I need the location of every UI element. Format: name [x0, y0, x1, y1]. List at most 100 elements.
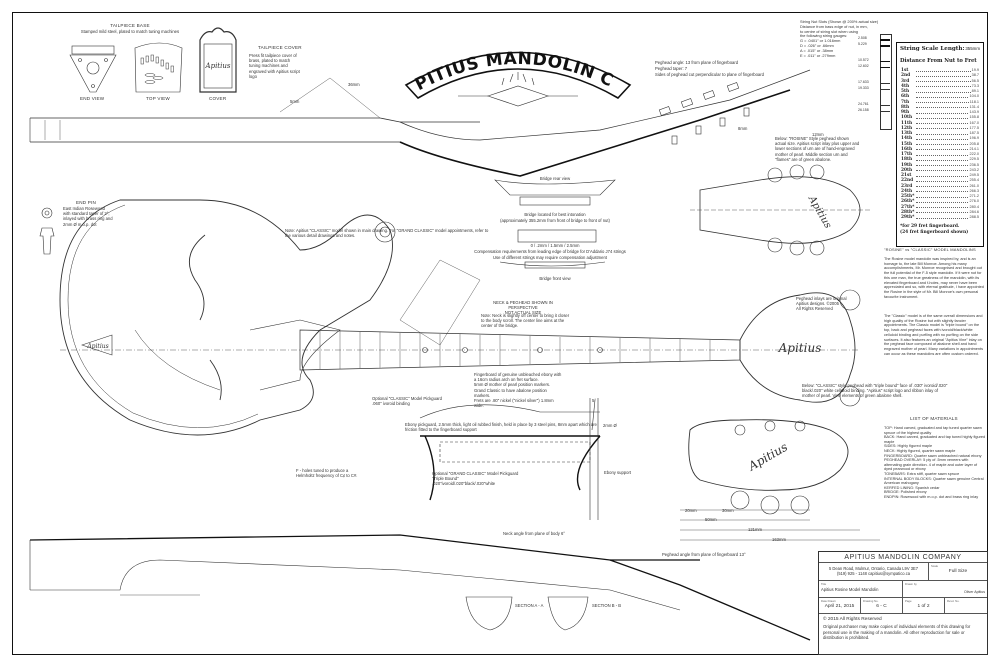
end-view-label: END VIEW — [80, 96, 105, 101]
dot-leader — [916, 168, 969, 172]
fret-number: 24th — [901, 188, 913, 194]
fret-scale-table: String Scale Length: 355mm Distance From… — [896, 42, 984, 247]
end-pin-title: END PIN — [76, 200, 97, 205]
drawn-by-value: Oliver Apitius — [964, 590, 985, 594]
fret-number: 4th — [901, 83, 910, 89]
dim-8mm: 8mm — [738, 126, 748, 131]
date-drawn-label: Date Drawn — [821, 599, 836, 603]
fret-number: 18th — [901, 157, 913, 163]
dot-leader — [916, 79, 971, 83]
svg-text:Apitius: Apitius — [205, 62, 231, 70]
dot-leader — [916, 163, 969, 167]
fret-row: 28th*284.6 — [897, 210, 983, 215]
end-pin — [39, 207, 55, 255]
angle-5-label: 5° — [592, 398, 597, 403]
fret-number: 27th* — [901, 204, 915, 210]
dot-leader — [916, 73, 971, 77]
date-drawn-value: April 21, 2015 — [824, 604, 855, 609]
fret-row: 27th*280.4 — [897, 205, 983, 210]
legal-text: Original purchaser may make copies of in… — [823, 624, 971, 641]
dot-leader — [916, 147, 969, 151]
tailpiece-cover-title: TAILPIECE COVER — [258, 45, 302, 50]
title-field-value: Apitius Rosine Model Mandolin — [821, 587, 879, 592]
fret-row: 19th 236.5 — [897, 163, 983, 168]
fret-row: 17th 222.0 — [897, 152, 983, 157]
fret-row: 29th*288.5 — [897, 215, 983, 220]
body-top-profile — [29, 69, 811, 177]
dot-leader — [916, 199, 969, 203]
fret-row: 16th 214.1 — [897, 147, 983, 152]
dot-leader — [916, 68, 971, 72]
peghead-inlays-note: Peghead inlays are original Apitius desi… — [796, 296, 847, 312]
fret-distance: 214.1 — [969, 146, 979, 151]
fret-distance: 196.9 — [969, 136, 979, 141]
fret-number: 16th — [901, 146, 913, 152]
drawing-sheet — [12, 12, 988, 655]
fret-number: 17th — [901, 152, 913, 157]
fret-number: 10th — [901, 115, 913, 121]
fret-distance: 104.0 — [969, 94, 979, 99]
fholes-note: F - holes tuned to produce a Helmholtz f… — [296, 468, 358, 479]
dot-leader — [916, 210, 969, 214]
fret-distance: 155.8 — [969, 115, 979, 120]
fret-number: 15th — [901, 141, 913, 147]
rosine-vs-classic-title: "ROSINE" vs "CLASSIC" MODEL MANDOLINS — [884, 247, 976, 252]
title-block: APITIUS MANDOLIN COMPANY 5 Dean Road, Mu… — [818, 551, 988, 655]
dot-leader — [916, 189, 969, 193]
fret-distance: 89.1 — [971, 89, 979, 93]
dim-30mm: 30mm — [722, 508, 734, 513]
pin-diameter-label: 2mm Ø — [603, 423, 617, 428]
dim-36mm: 36mm — [348, 82, 360, 87]
fret-number: 23rd — [901, 183, 913, 189]
fret-distance: 118.1 — [969, 99, 979, 104]
tailpiece-cover: Apitius — [199, 27, 237, 93]
fret-distance: 56.5 — [971, 78, 979, 83]
dim-20mm: 20mm — [685, 508, 697, 513]
rosine-paragraph: The Rosine model mandolin was inspired b… — [884, 257, 984, 299]
neck-angle-note: Neck angle from plane of body 6° — [503, 531, 565, 536]
neck-perspective-note: Note: Neck is slightly off center to bri… — [481, 313, 570, 329]
fret-distance: 222.0 — [969, 152, 979, 156]
materials-title: LIST OF MATERIALS — [910, 416, 958, 421]
tailpiece-base-desc: Stamped mild steel, plated to match tuni… — [80, 29, 180, 34]
fret-row: 25th*271.2 — [897, 194, 983, 199]
dot-leader — [916, 152, 969, 156]
fret-distance: 284.6 — [969, 209, 979, 214]
classic-peghead-note: Below: "CLASSIC" style peghead with "tri… — [802, 383, 948, 399]
tailpiece-base-title: TAILPIECE BASE — [110, 23, 150, 28]
dot-leader — [916, 173, 969, 177]
fret-distance: 177.5 — [969, 125, 979, 130]
bridge-approx: (approximately 355.2mm from front of bri… — [500, 218, 610, 223]
dot-leader — [916, 157, 969, 161]
fret-number: 25th* — [901, 194, 915, 199]
fret-number: 13th — [901, 131, 913, 136]
drawing-no-label: Drawing No. — [863, 599, 879, 603]
fret-number: 3rd — [901, 78, 910, 84]
fret-number: 11th — [901, 120, 913, 126]
dot-leader — [916, 205, 969, 209]
fret-number: 9th — [901, 110, 910, 115]
fret-distance: 236.5 — [969, 162, 979, 167]
company-address: 5 Dean Road, Mulmur, Ontario, Canada L9V… — [819, 563, 929, 580]
fret-number: 8th — [901, 104, 910, 110]
peghead-sides-note: Sides of peghead cut perpendicular to pl… — [655, 72, 764, 77]
dot-leader — [916, 110, 969, 114]
fret-number: 19th — [901, 162, 913, 168]
peghead-angle-note: Peghead angle: 13 from plane of fingerbo… — [655, 60, 739, 65]
end-pin-desc: East Indian Rosewood with standard taper… — [63, 206, 113, 227]
svg-text:Apitius: Apitius — [778, 341, 822, 355]
peghead-taper-note: Peghead taper: 7 — [655, 66, 688, 71]
fret-distance: 276.0 — [969, 199, 979, 204]
bridge-views — [494, 179, 616, 269]
rosine-peghead: Apitius — [690, 164, 870, 256]
bridge-rear-label: Bridge rear view — [539, 176, 571, 181]
fret-distance: 261.0 — [969, 183, 979, 188]
tailpiece-cover-desc: Press fit tailpiece cover of brass, plat… — [249, 53, 300, 79]
